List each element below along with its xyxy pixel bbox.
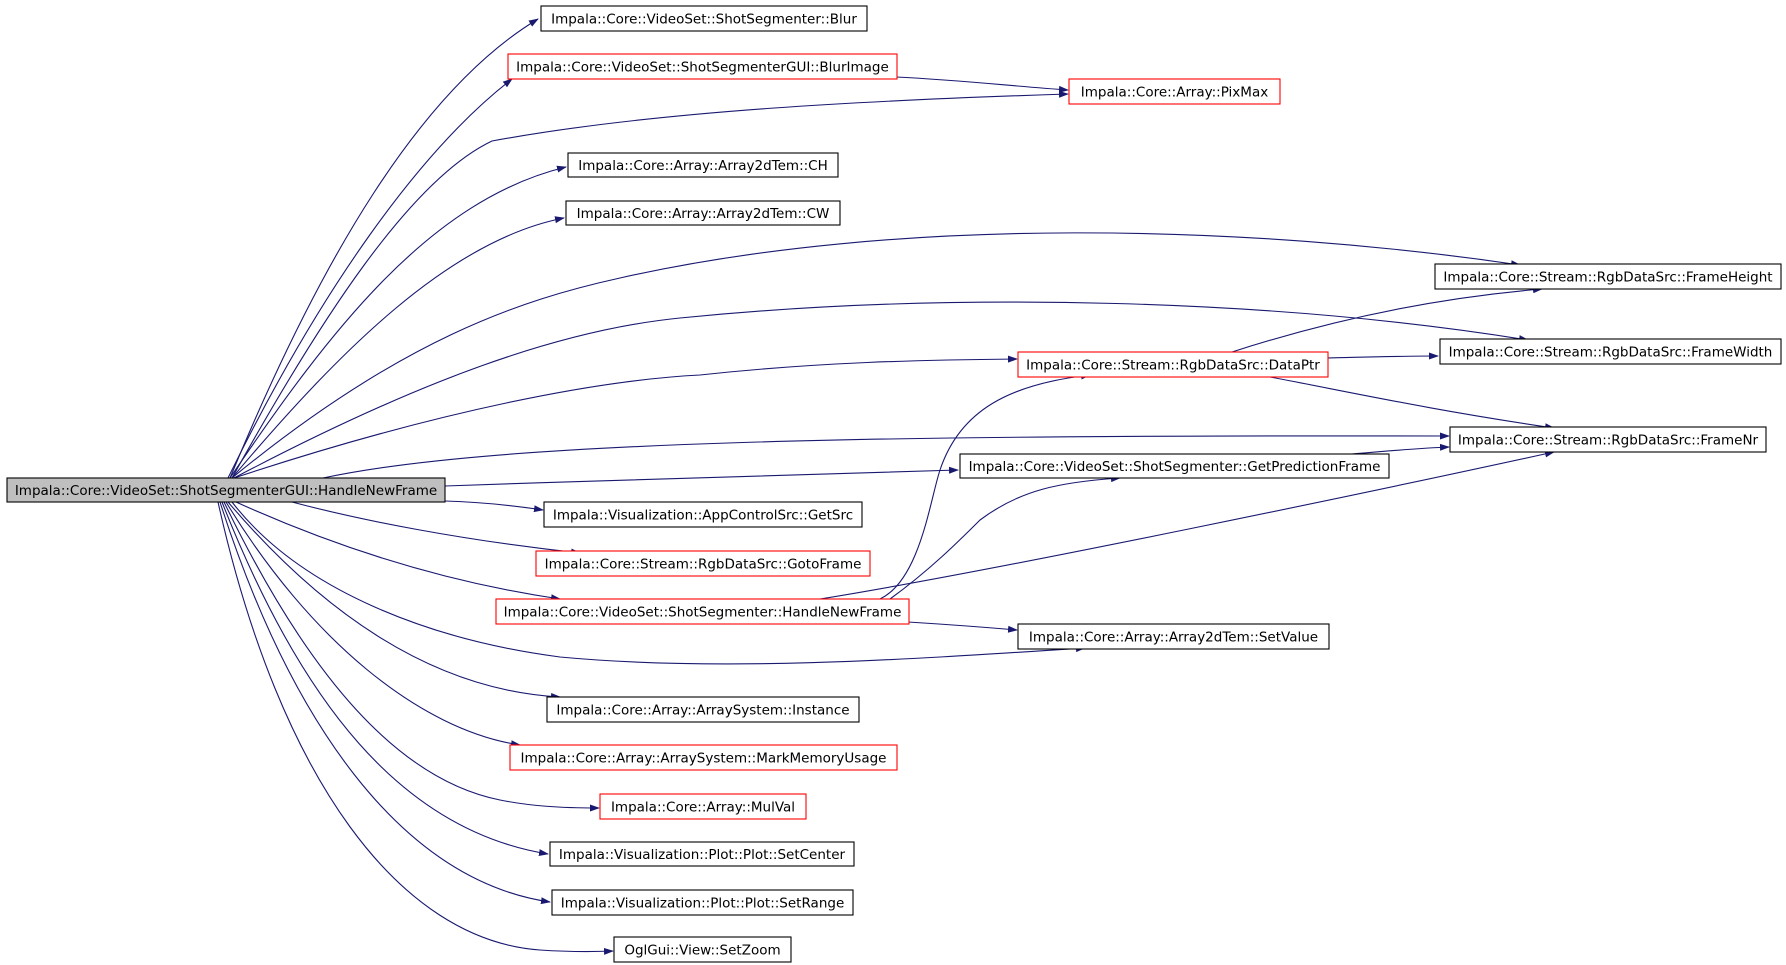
- node-label: Impala::Core::Stream::RgbDataSrc::FrameN…: [1458, 433, 1759, 449]
- node-box: [1017, 351, 1329, 378]
- graph-node-n8[interactable]: Impala::Core::Stream::RgbDataSrc::FrameW…: [1439, 338, 1782, 365]
- node-label: Impala::Core::Array::Array2dTem::CH: [578, 158, 828, 174]
- nodes-layer: Impala::Core::VideoSet::ShotSegmenterGUI…: [6, 5, 1782, 963]
- node-box: [540, 5, 868, 32]
- edge-n0-to-n10: [444, 466, 959, 487]
- edge-n7-to-n8: [1325, 352, 1439, 360]
- node-box: [6, 477, 446, 503]
- graph-node-n2[interactable]: Impala::Core::VideoSet::ShotSegmenterGUI…: [507, 53, 898, 80]
- node-label: Impala::Core::VideoSet::ShotSegmenterGUI…: [516, 60, 889, 76]
- edge-n13-to-n7: [879, 372, 1091, 600]
- node-label: Impala::Core::Array::PixMax: [1081, 85, 1268, 101]
- graph-node-n19[interactable]: Impala::Visualization::Plot::Plot::SetRa…: [551, 889, 854, 916]
- edge-n0-to-n9: [322, 432, 1450, 479]
- edge-n0-to-n19: [219, 501, 551, 905]
- edge-n0-to-n5: [231, 216, 565, 479]
- node-label: Impala::Visualization::AppControlSrc::Ge…: [553, 508, 853, 524]
- node-box: [1017, 623, 1330, 650]
- edge-n0-to-n13: [235, 501, 561, 602]
- edge-n10-to-n9: [1351, 443, 1450, 455]
- edge-n13-to-n9: [819, 450, 1555, 600]
- graph-node-n13[interactable]: Impala::Core::VideoSet::ShotSegmenter::H…: [495, 598, 910, 625]
- edge-n0-to-n16: [225, 501, 521, 748]
- edge-n0-to-n15: [227, 501, 561, 701]
- edge-n0-to-n8: [233, 301, 1529, 479]
- node-label: Impala::Visualization::Plot::Plot::SetCe…: [559, 847, 846, 863]
- node-label: Impala::Core::Array::Array2dTem::CW: [577, 206, 830, 222]
- edge-n13-to-n14: [907, 621, 1018, 633]
- graph-node-n12[interactable]: Impala::Core::Stream::RgbDataSrc::GotoFr…: [535, 550, 871, 577]
- edge-n0-to-n7: [233, 355, 1018, 479]
- edge-n0-to-n11: [444, 500, 544, 513]
- node-box: [565, 200, 841, 226]
- node-box: [535, 550, 871, 577]
- edge-n0-to-n2: [227, 78, 513, 479]
- node-label: Impala::Core::VideoSet::ShotSegmenter::G…: [969, 459, 1381, 475]
- node-label: Impala::Core::Array::Array2dTem::SetValu…: [1029, 630, 1318, 646]
- node-box: [567, 152, 839, 178]
- graph-node-n7[interactable]: Impala::Core::Stream::RgbDataSrc::DataPt…: [1017, 351, 1329, 378]
- node-label: Impala::Core::VideoSet::ShotSegmenter::H…: [504, 605, 902, 621]
- graph-node-n18[interactable]: Impala::Visualization::Plot::Plot::SetCe…: [549, 841, 855, 867]
- graph-node-n10[interactable]: Impala::Core::VideoSet::ShotSegmenter::G…: [959, 453, 1390, 479]
- node-box: [1434, 263, 1782, 290]
- node-label: Impala::Core::Stream::RgbDataSrc::FrameH…: [1443, 270, 1772, 286]
- node-box: [1439, 338, 1782, 365]
- edges-layer: [217, 18, 1555, 955]
- edge-n7-to-n6: [1231, 286, 1543, 353]
- edge-n0-to-n20: [217, 501, 614, 955]
- node-box: [549, 841, 855, 867]
- node-box: [495, 598, 910, 625]
- graph-node-n4[interactable]: Impala::Core::Array::Array2dTem::CH: [567, 152, 839, 178]
- edge-n0-to-n14: [231, 501, 1086, 665]
- node-box: [599, 793, 807, 820]
- node-label: Impala::Core::Array::MulVal: [611, 800, 795, 816]
- graph-node-n1[interactable]: Impala::Core::VideoSet::ShotSegmenter::B…: [540, 5, 868, 32]
- node-box: [551, 889, 854, 916]
- edge-n0-to-n1: [229, 18, 539, 479]
- edge-n2-to-n3: [895, 76, 1069, 93]
- edge-n0-to-n17: [223, 501, 600, 812]
- node-box: [959, 453, 1390, 479]
- graph-node-n0[interactable]: Impala::Core::VideoSet::ShotSegmenterGUI…: [6, 477, 446, 503]
- node-box: [546, 696, 860, 723]
- graph-node-n11[interactable]: Impala::Visualization::AppControlSrc::Ge…: [543, 501, 863, 528]
- graph-node-n9[interactable]: Impala::Core::Stream::RgbDataSrc::FrameN…: [1449, 426, 1767, 453]
- node-box: [509, 744, 898, 771]
- graph-node-n6[interactable]: Impala::Core::Stream::RgbDataSrc::FrameH…: [1434, 263, 1782, 290]
- node-box: [1068, 78, 1281, 105]
- node-label: Impala::Core::Array::ArraySystem::Instan…: [556, 703, 849, 719]
- node-label: Impala::Core::Stream::RgbDataSrc::GotoFr…: [545, 557, 862, 573]
- edge-n0-to-n12: [291, 501, 581, 556]
- node-label: Impala::Core::Array::ArraySystem::MarkMe…: [521, 751, 887, 767]
- edge-n0-to-n18: [221, 501, 549, 857]
- graph-node-n17[interactable]: Impala::Core::Array::MulVal: [599, 793, 807, 820]
- node-label: Impala::Core::VideoSet::ShotSegmenterGUI…: [15, 483, 437, 499]
- edge-n7-to-n9: [1269, 376, 1555, 431]
- graph-node-n14[interactable]: Impala::Core::Array::Array2dTem::SetValu…: [1017, 623, 1330, 650]
- node-label: Impala::Core::Stream::RgbDataSrc::FrameW…: [1449, 345, 1773, 361]
- graph-node-n20[interactable]: OglGui::View::SetZoom: [613, 936, 792, 963]
- node-label: OglGui::View::SetZoom: [624, 943, 780, 959]
- edge-n0-to-n6: [231, 232, 1521, 479]
- node-box: [543, 501, 863, 528]
- graph-node-n16[interactable]: Impala::Core::Array::ArraySystem::MarkMe…: [509, 744, 898, 771]
- node-label: Impala::Visualization::Plot::Plot::SetRa…: [561, 896, 845, 912]
- graph-node-n3[interactable]: Impala::Core::Array::PixMax: [1068, 78, 1281, 105]
- edge-n0-to-n4: [229, 165, 567, 479]
- edge-n13-to-n10: [889, 475, 1121, 600]
- graph-node-n15[interactable]: Impala::Core::Array::ArraySystem::Instan…: [546, 696, 860, 723]
- node-label: Impala::Core::Stream::RgbDataSrc::DataPt…: [1026, 358, 1320, 374]
- graph-node-n5[interactable]: Impala::Core::Array::Array2dTem::CW: [565, 200, 841, 226]
- node-label: Impala::Core::VideoSet::ShotSegmenter::B…: [551, 12, 857, 28]
- edge-n0-to-n3: [231, 90, 1069, 479]
- node-box: [613, 936, 792, 963]
- node-box: [1449, 426, 1767, 453]
- node-box: [507, 53, 898, 80]
